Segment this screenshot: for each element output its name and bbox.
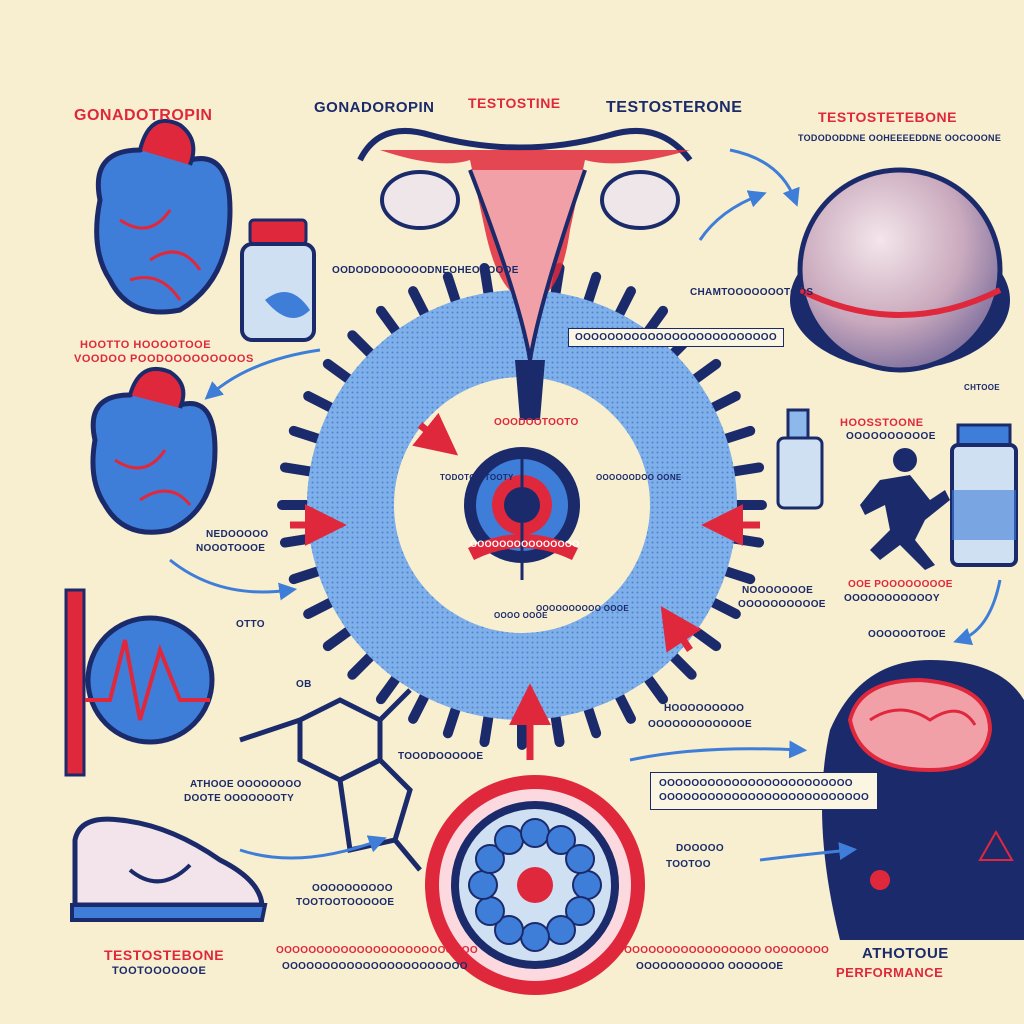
label-ob: OB bbox=[296, 679, 312, 690]
label-athooe-2: DOOTE OOOOOOOTY bbox=[184, 793, 295, 804]
label-center-top: OOODOOTOOTO bbox=[494, 417, 579, 428]
label-hodestone-2: OOOOOOOOOOE bbox=[846, 431, 936, 442]
label-bottom-center-2: TOOTOOTOOOOOE bbox=[296, 897, 395, 908]
blue-flow-arrows bbox=[169, 148, 1002, 862]
label-chamtoe: CHAMTOOOOOOOTOOS bbox=[690, 287, 814, 298]
central-cell-icon bbox=[277, 260, 767, 750]
label-testostetebone-sub: TODODODDNE OOHEEEEDDNE OOCOOONE bbox=[798, 133, 1002, 143]
label-center-bottom-left: OOOO OOOE bbox=[494, 611, 548, 620]
uterus-icon bbox=[357, 127, 693, 420]
vial-icon bbox=[950, 423, 1018, 567]
label-box-top: OOOOOOOOOOOOOOOOOOOOOOOOO bbox=[568, 328, 784, 347]
label-hootto-1: HOOTTO HOOOOTOOE bbox=[80, 339, 212, 351]
label-oooootooe: OOOOOOTOOE bbox=[868, 629, 946, 640]
label-hodestone-1: HOOSSTOONE bbox=[840, 417, 924, 429]
label-center-left: TODOTOO TOOTY bbox=[440, 473, 514, 482]
label-bottom-center-1: OOOOOOOOOO bbox=[312, 883, 393, 894]
label-bottom-right-1: OOOOOOOOOOOOOOOOOO OOOOOOOO bbox=[616, 945, 830, 956]
label-nedoodo-1: NEDOOOOO bbox=[206, 529, 269, 540]
label-hoodoo-2: OOOOOOOOOOOOE bbox=[648, 719, 752, 730]
thermometer-icon bbox=[64, 588, 215, 777]
label-testostebone-bottom: TESTOSTEBONE bbox=[104, 947, 225, 963]
label-bottom-small-2: OOOOOOOOOOOOOOOOOOOOOOO bbox=[282, 961, 468, 972]
label-athooe-1: ATHOOE OOOOOOOO bbox=[190, 779, 302, 790]
heart-icon bbox=[94, 119, 233, 315]
sneaker-icon bbox=[70, 816, 268, 922]
molecule-icon bbox=[239, 688, 422, 872]
label-gentle: CHTOOE bbox=[964, 383, 1000, 392]
label-performance: PERFORMANCE bbox=[836, 965, 944, 980]
label-hoodoo-1: HOOOOOOOOO bbox=[664, 703, 745, 714]
label-hootto-2: VOODOO POODOOOOOOOOOS bbox=[74, 353, 254, 365]
label-tooodoooe: TOOODOOOOOE bbox=[398, 751, 484, 762]
label-center-right: OOOOOODOO OONE bbox=[596, 473, 682, 482]
label-gonadoropin: GONADOROPIN bbox=[314, 99, 435, 116]
label-testosterone: TESTOSTERONE bbox=[606, 99, 743, 116]
cell-icon bbox=[425, 775, 645, 995]
label-testostetebone: TESTOSTETEBONE bbox=[818, 109, 957, 125]
label-testostine: TESTOSTINE bbox=[468, 95, 561, 111]
label-athotoue: ATHOTOUE bbox=[862, 945, 949, 962]
label-dosoo-1: DOOOOO bbox=[676, 843, 724, 854]
label-gonadotropin: GONADOTROPIN bbox=[74, 107, 213, 124]
label-right-mid-2: OOOOOOOOOOOY bbox=[844, 593, 940, 604]
pill-bottle-icon bbox=[240, 218, 316, 342]
label-bottom-small-1: OOOOOOOOOOOOOOOOOOOOOOOOO bbox=[276, 945, 478, 956]
label-box-right-2: OOOOOOOOOOOOOOOOOOOOOOOOOO bbox=[659, 792, 870, 803]
runner-icon bbox=[860, 448, 950, 570]
label-testostebone-bottom-sub: TOOTOOOOOOE bbox=[112, 965, 207, 977]
label-otto: OTTO bbox=[236, 619, 265, 630]
label-dosoo-2: TOOTOO bbox=[666, 859, 711, 870]
label-right-small-1: NOOOOOOOE bbox=[742, 585, 814, 596]
brain-head-icon bbox=[822, 660, 1024, 940]
label-bottom-right-2: OOOOOOOOOOO OOOOOOE bbox=[636, 961, 784, 972]
label-right-small-2: OOOOOOOOOOE bbox=[738, 599, 826, 610]
red-arrows bbox=[290, 412, 760, 760]
warning-icon bbox=[978, 829, 1014, 861]
label-nedoodo-2: NOOOTOOOE bbox=[196, 543, 266, 554]
sphere-icon bbox=[790, 167, 1010, 373]
label-gonadotropin-sub: OODODODOOOOODNEOHEODOOOE bbox=[332, 265, 519, 276]
heart-icon-2 bbox=[90, 366, 218, 535]
dropper-bottle-icon bbox=[776, 408, 824, 510]
label-center-ring: OOOOOOOOOOOOOOO bbox=[470, 539, 580, 549]
label-center-bottom-right: OOOOOOOOOO OOOE bbox=[536, 604, 629, 613]
label-box-right-1: OOOOOOOOOOOOOOOOOOOOOOOO bbox=[659, 778, 853, 789]
label-box-right: OOOOOOOOOOOOOOOOOOOOOOOO OOOOOOOOOOOOOOO… bbox=[650, 772, 879, 810]
label-right-mid-1: OOE POOOOOOOOE bbox=[848, 579, 953, 590]
